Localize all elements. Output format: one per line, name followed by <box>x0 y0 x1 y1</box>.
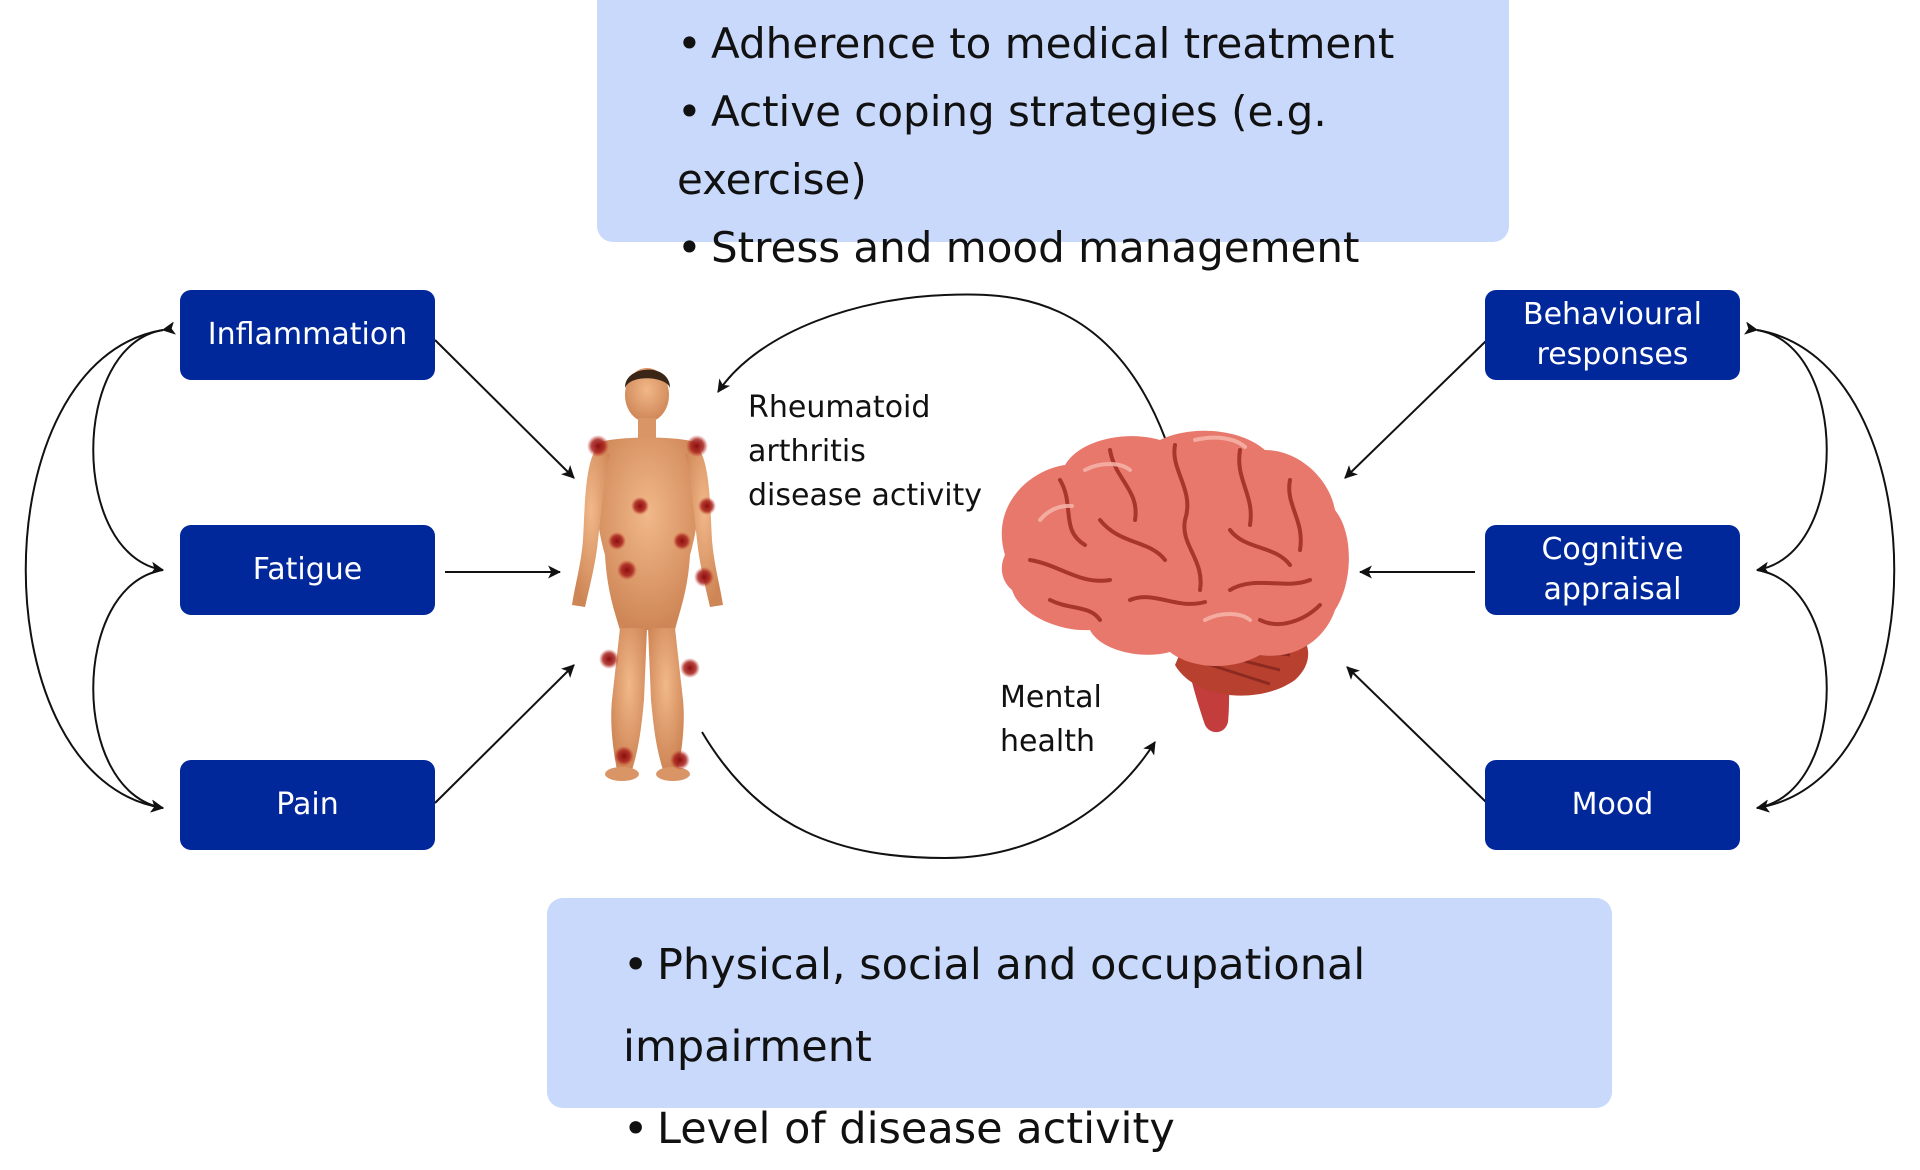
bottom-bullet-list: Physical, social and occupational impair… <box>547 924 1612 1170</box>
box-cognitive-appraisal: Cognitive appraisal <box>1485 525 1740 615</box>
curve-fatigue-pain <box>92 569 165 813</box>
bullet-disease-level: Level of disease activity <box>623 1088 1612 1170</box>
curve-behavioural-cognitive <box>1744 321 1828 575</box>
bottom-outcome-panel: Physical, social and occupational impair… <box>547 898 1612 1154</box>
box-cognitive-label: Cognitive appraisal <box>1541 532 1684 607</box>
box-fatigue: Fatigue <box>180 525 435 615</box>
bullet-adherence: Adherence to medical treatment <box>677 10 1509 78</box>
box-fatigue-label: Fatigue <box>252 552 363 587</box>
top-intervention-panel: Adherence to medical treatment Active co… <box>597 0 1509 272</box>
diagram-canvas: Adherence to medical treatment Active co… <box>0 0 1920 1080</box>
box-mood: Mood <box>1485 760 1740 850</box>
arrow-inflammation-to-body <box>434 339 575 479</box>
curve-behavioural-mood-outer <box>1744 321 1896 813</box>
curve-inflammation-fatigue <box>92 321 176 575</box>
bullet-active-coping: Active coping strategies (e.g. exercise) <box>677 78 1509 214</box>
curve-cognitive-mood <box>1755 569 1828 813</box>
label-mental-health: Mental health <box>1000 680 1102 759</box>
box-behavioural-responses: Behavioural responses <box>1485 290 1740 380</box>
box-inflammation: Inflammation <box>180 290 435 380</box>
arc-brain-to-body <box>717 293 1166 439</box>
bullet-impairment: Physical, social and occupational impair… <box>623 924 1612 1088</box>
box-mood-label: Mood <box>1571 787 1654 822</box>
curve-inflammation-pain-outer <box>24 321 176 813</box>
box-inflammation-label: Inflammation <box>207 317 408 352</box>
box-pain-label: Pain <box>276 787 339 822</box>
arrow-mood-to-brain <box>1346 666 1488 804</box>
box-behavioural-label: Behavioural responses <box>1523 297 1702 372</box>
arrow-behavioural-to-brain <box>1344 339 1488 479</box>
arc-body-to-brain <box>701 731 1156 860</box>
human-body-icon <box>572 368 723 781</box>
brain-icon <box>1001 430 1349 733</box>
box-pain: Pain <box>180 760 435 850</box>
top-bullet-list: Adherence to medical treatment Active co… <box>597 10 1509 282</box>
connector-layer <box>24 293 1896 860</box>
arrow-pain-to-body <box>434 664 575 804</box>
label-ra-disease-activity: Rheumatoid arthritis disease activity <box>748 390 983 513</box>
bullet-stress-mood: Stress and mood management <box>677 214 1509 282</box>
